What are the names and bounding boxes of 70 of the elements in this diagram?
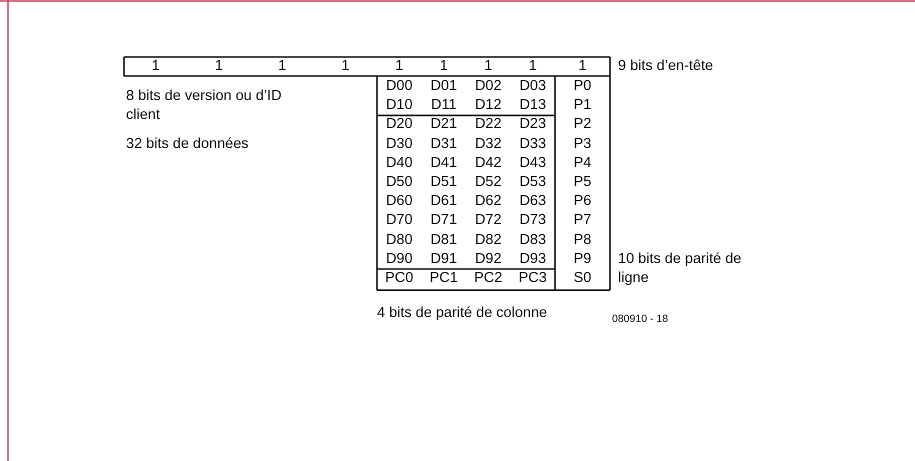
parity-bit-cell-text: P7 xyxy=(572,211,592,230)
bit-cell-text: D80 xyxy=(384,230,414,250)
bit-cell-text: D92 xyxy=(474,250,503,269)
version-note: 8 bits de version ou d’ID client xyxy=(126,87,283,125)
parity-bit-cell-text: P6 xyxy=(572,192,592,212)
bit-cell-text: D40 xyxy=(384,154,414,173)
bit-cell-text: D21 xyxy=(429,115,458,134)
bit-cell-text: PC1 xyxy=(428,269,459,288)
bit-cell-text: D42 xyxy=(474,154,503,173)
parity-bit-cell-text: P8 xyxy=(572,230,592,250)
bit-cell-text: D52 xyxy=(474,173,503,192)
bit-cell-text: D93 xyxy=(518,250,548,269)
bit-cell-text: D83 xyxy=(518,230,548,250)
parity-bit-cell-text: S0 xyxy=(572,269,592,288)
bit-value: 1 xyxy=(340,57,350,76)
figure-number: 080910 - 18 xyxy=(612,312,668,328)
bit-value: 1 xyxy=(277,57,288,76)
bit-cell-text: D63 xyxy=(518,192,548,212)
bit-cell-text: D30 xyxy=(384,134,414,154)
bit-cell-text: D91 xyxy=(429,250,458,269)
bit-cell-text: D01 xyxy=(429,77,458,96)
bit-value: 1 xyxy=(394,57,404,76)
bit-cell-text: D72 xyxy=(474,211,503,230)
bit-cell-text: D43 xyxy=(518,154,548,173)
bit-cell-text: D60 xyxy=(384,192,414,212)
bit-cell-text: D31 xyxy=(429,134,458,154)
parity-bit-cell-text: P2 xyxy=(572,115,592,134)
bit-cell-text: D81 xyxy=(429,230,458,250)
bit-cell-text: D51 xyxy=(429,173,458,192)
parity-bit-cell-text: P9 xyxy=(572,250,592,269)
bit-cell-text: D61 xyxy=(429,192,458,212)
bit-cell-text: D11 xyxy=(430,96,458,116)
bit-cell-text: D41 xyxy=(429,154,458,173)
parity-bit-cell-text: P4 xyxy=(572,154,592,173)
bit-value: 1 xyxy=(577,57,588,76)
bit-cell-text: D12 xyxy=(474,96,503,116)
bit-cell-text: D70 xyxy=(384,211,414,230)
column-parity-note: 4 bits de parité de colonne xyxy=(377,304,548,324)
bit-cell-text: D02 xyxy=(474,77,503,96)
bit-cell-text: D82 xyxy=(474,230,503,250)
bit-cell-text: D32 xyxy=(474,134,503,154)
bit-cell-text: PC3 xyxy=(518,269,548,288)
bit-cell-text: PC2 xyxy=(473,269,504,288)
bit-cell-text: D03 xyxy=(518,77,548,96)
bit-cell-text: D62 xyxy=(474,192,503,212)
bit-value: 1 xyxy=(483,57,494,76)
bit-cell-text: D00 xyxy=(384,77,414,96)
bit-cell-text: D33 xyxy=(518,134,548,154)
bit-cell-text: D90 xyxy=(384,250,414,269)
bit-value: 1 xyxy=(150,57,161,76)
bit-cell-text: D23 xyxy=(518,115,548,134)
bit-cell-text: PC0 xyxy=(384,269,414,288)
parity-bit-cell-text: P1 xyxy=(572,96,592,116)
bit-cell-text: D20 xyxy=(384,115,414,134)
parity-bit-cell-text: P3 xyxy=(572,134,592,154)
data-note: 32 bits de données xyxy=(126,135,249,154)
bit-cell-text: D53 xyxy=(518,173,548,192)
parity-bit-cell-text: P5 xyxy=(572,173,592,192)
parity-bit-cell-text: P0 xyxy=(572,77,592,96)
header-note: 9 bits d’en-tête xyxy=(618,57,714,76)
bit-cell-text: D50 xyxy=(384,173,414,192)
bit-cell-text: D22 xyxy=(474,115,503,134)
bit-cell-text: D73 xyxy=(518,211,548,230)
bit-cell-text: D71 xyxy=(429,211,458,230)
bit-cell-text: D13 xyxy=(518,96,548,116)
bit-value: 1 xyxy=(214,57,224,76)
bit-value: 1 xyxy=(438,57,449,76)
bit-value: 1 xyxy=(528,57,538,76)
row-parity-note: 10 bits de parité de ligne xyxy=(618,250,742,288)
bit-cell-text: D10 xyxy=(384,96,414,116)
